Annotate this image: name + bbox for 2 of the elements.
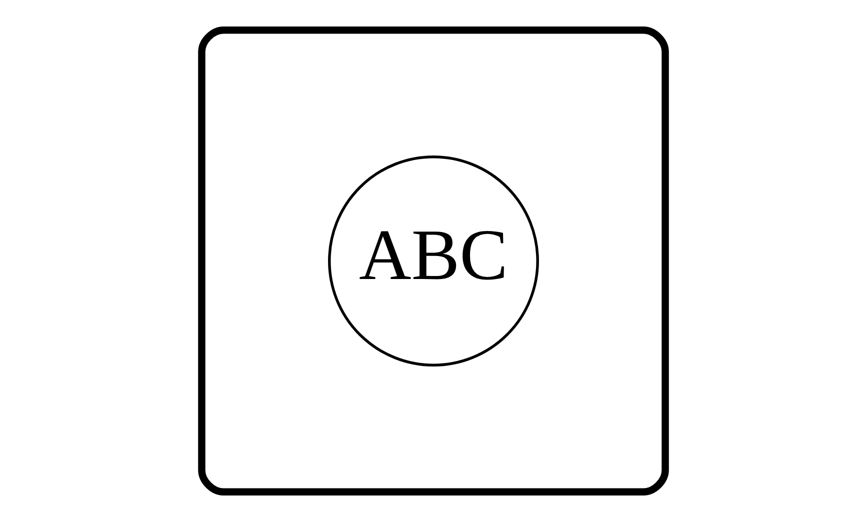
node-circle: ABC [328, 156, 539, 366]
cluster [198, 26, 669, 496]
